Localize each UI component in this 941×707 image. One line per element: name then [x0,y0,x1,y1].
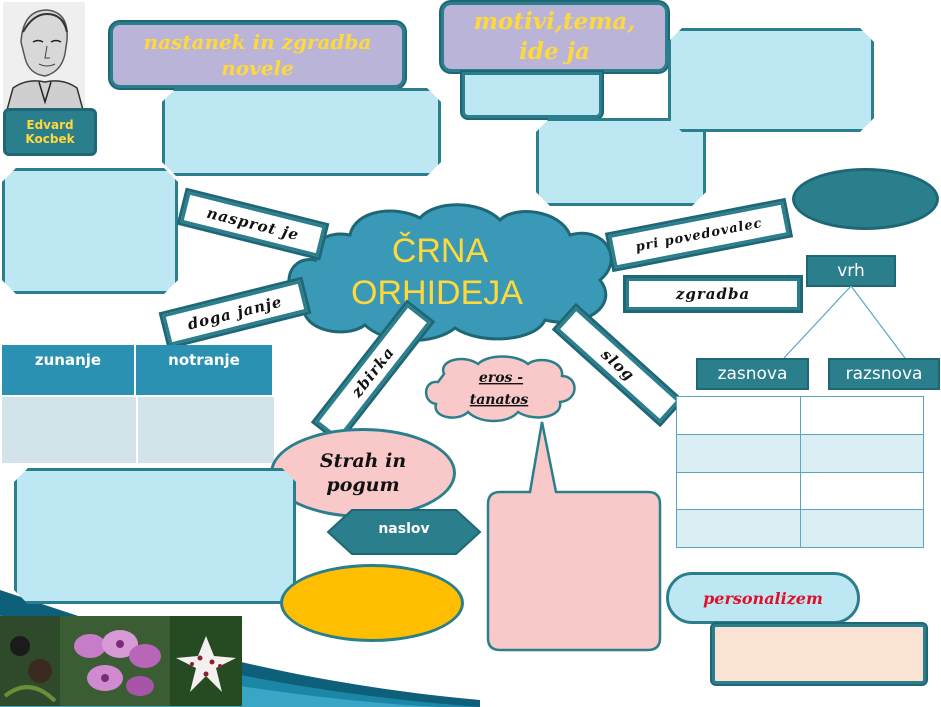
pripovedovalec-oval [792,168,939,230]
razsnova-box: razsnova [828,358,940,390]
author-name-box: Edvard Kocbek [3,108,97,156]
tag-pripovedovalec-label: pri povedovalec [634,215,764,255]
zgradba-cell [799,471,924,511]
personalizem-label: personalizem [703,588,823,608]
eros-line2: tanatos [470,392,529,408]
orchid-photo [0,616,60,706]
table-cell-notranje [138,397,274,463]
orchid-photos [0,616,242,706]
strah-line1: Strah in [319,450,407,472]
zgradba-cell [676,396,801,435]
eros-callout [486,421,662,652]
naslov-shape [326,509,482,555]
nastanek-header: nastanek in zgradba novele [110,22,405,88]
motivi-line1: motivi,tema, [473,8,636,35]
tema-answer-box [536,118,706,206]
naslov-label: naslov [378,521,430,537]
ideja-answer-box [668,28,874,132]
zgradba-cell [676,471,801,511]
zgradba-cell [676,509,801,548]
naslov-answer-oval [280,564,464,642]
tag-zgradba-label: zgradba [675,285,751,303]
zgradba-cell [799,396,924,435]
table-header-notranje: notranje [136,345,272,395]
zasnova-label: zasnova [717,364,788,384]
zgradba-row [676,396,924,435]
author-first-name: Edvard [26,118,74,132]
nasprotje-answer-box [2,168,178,294]
vrh-label: vrh [837,261,865,281]
center-title-line1: ČRNA [392,232,489,270]
author-last-name: Kocbek [25,132,75,146]
central-cloud: ČRNA ORHIDEJA [287,203,613,342]
nastanek-line2: novele [221,56,294,80]
nastanek-line1: nastanek in zgradba [143,30,372,54]
structure-lines [783,286,906,359]
tag-dogajanje-label: doga janje [185,292,285,334]
orchid-photo [170,616,242,706]
zgradba-row [676,471,924,511]
eros-cloud: eros - tanatos [424,355,576,423]
personalizem-answer-box [712,624,926,684]
strah-line2: pogum [326,474,400,496]
motivi-line2: ide ja [519,38,590,65]
zgradba-cell [799,509,924,548]
razsnova-label: razsnova [845,364,923,384]
tag-slog-label: slog [597,345,639,385]
strah-answer-box [14,468,296,604]
portrait-image [3,2,85,110]
vrh-box: vrh [806,255,896,287]
author-portrait [3,2,85,110]
strah-oval: Strah in pogum [270,428,456,518]
tag-zgradba: zgradba [626,278,800,310]
zgradba-row [676,509,924,548]
motivi-header: motivi,tema, ide ja [441,2,668,72]
table-header-zunanje: zunanje [2,345,136,395]
personalizem-pill: personalizem [666,572,860,624]
zgradba-cell [676,433,801,473]
table-cell-zunanje [2,397,138,463]
zgradba-cell [799,433,924,473]
zgradba-table [676,396,924,548]
naslov-diamond: naslov [326,508,482,556]
tag-pripovedovalec: pri povedovalec [608,201,790,269]
orchid-photo [60,616,170,706]
nastanek-answer-box [162,88,441,176]
eros-line1: eros - [479,370,523,386]
tag-zbirka-label: zbirka [347,343,399,401]
motivi-answer-box [462,72,602,118]
center-title-line2: ORHIDEJA [351,274,523,312]
zasnova-box: zasnova [696,358,809,390]
dogajanje-table: zunanje notranje [2,345,274,463]
zgradba-row [676,433,924,473]
